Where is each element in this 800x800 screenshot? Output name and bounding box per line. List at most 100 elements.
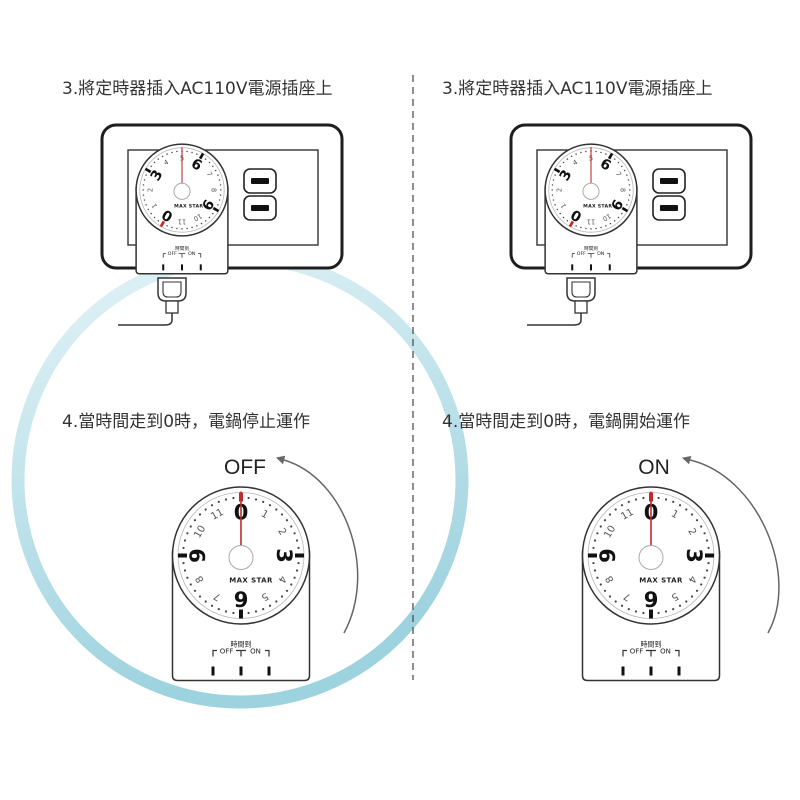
- dial-dot: [695, 589, 699, 592]
- dial-dot: [193, 519, 197, 522]
- switch-pin: [162, 264, 165, 271]
- dial-dot: [566, 158, 569, 160]
- dial-number-2: 2: [685, 526, 698, 537]
- switch-pin: [649, 666, 653, 676]
- dial-dot: [690, 595, 694, 598]
- dial-dot: [200, 222, 203, 225]
- socket-hole-icon: [251, 178, 269, 184]
- dial-dot: [685, 508, 688, 511]
- dial-dot: [672, 500, 675, 504]
- dial-number-7: 7: [614, 170, 623, 178]
- dial-dot: [161, 155, 164, 158]
- dial-dot: [171, 151, 173, 154]
- dial-dot: [218, 199, 221, 201]
- dial-dot: [695, 519, 699, 522]
- power-plug-icon: [118, 277, 187, 326]
- dial-dot: [186, 227, 188, 230]
- dial-number-1: 1: [259, 508, 270, 521]
- dial-dot: [685, 600, 688, 603]
- dial-dot: [214, 169, 217, 172]
- switch-on-label: ON: [660, 648, 671, 656]
- switch-bracket: [622, 649, 680, 657]
- dial-number-8: 8: [604, 573, 617, 584]
- dial-dot: [176, 150, 178, 153]
- dial-dot: [153, 161, 156, 164]
- dial-number-7: 7: [205, 170, 214, 178]
- dial-dot: [280, 513, 284, 516]
- dial-dot: [295, 539, 299, 542]
- dial-dot: [176, 227, 178, 230]
- dial-number-2: 2: [556, 188, 564, 192]
- dial-dot: [143, 179, 146, 181]
- dial-dot: [700, 583, 703, 586]
- dial-number-6: 6: [234, 587, 249, 611]
- dial-dot: [614, 508, 617, 511]
- dial-number-11: 11: [178, 217, 187, 225]
- dial-dot: [593, 569, 597, 572]
- socket-hole-icon: [251, 205, 269, 211]
- dial-dot: [703, 532, 706, 535]
- dial-dot: [620, 604, 624, 607]
- dial-dot: [293, 532, 296, 535]
- dial-number-4: 4: [162, 158, 170, 167]
- dial-dot: [285, 589, 289, 592]
- dial-dot: [617, 161, 620, 164]
- step3-heading-left: 3.將定時器插入AC110V電源插座上: [62, 79, 333, 99]
- dial-dot: [212, 165, 214, 168]
- dial-dot: [566, 220, 569, 222]
- dial-dot: [196, 225, 198, 227]
- dial-dot: [575, 225, 577, 227]
- dial-number-7: 7: [212, 590, 223, 603]
- step4-heading-on: 4.當時間走到0時，電鍋開始運作: [442, 412, 690, 432]
- state-label-off: OFF: [224, 456, 266, 479]
- brand-label: MAX STAR: [639, 577, 683, 585]
- dial-dot: [157, 220, 160, 222]
- dial-dot: [189, 525, 192, 528]
- dial-number-8: 8: [194, 573, 207, 584]
- step4-heading-off: 4.當時間走到0時，電鍋停止運作: [62, 412, 310, 432]
- dial-dot: [552, 179, 555, 181]
- dial-dot: [217, 174, 219, 176]
- switch-pin: [239, 666, 243, 676]
- dial-dot: [595, 227, 597, 230]
- switch-pin: [211, 666, 215, 676]
- brand-label: MAX STAR: [174, 203, 203, 209]
- dial-dot: [562, 216, 565, 219]
- dial-number-1: 1: [669, 508, 680, 521]
- switch-pin: [677, 666, 681, 676]
- dial-number-11: 11: [587, 217, 596, 225]
- dial-dot: [142, 184, 145, 186]
- switch-off-label: OFF: [630, 648, 644, 656]
- dial-dot: [599, 583, 602, 586]
- dial-dot: [551, 184, 554, 186]
- dial-dot: [626, 174, 628, 176]
- dial-number-8: 8: [618, 188, 626, 192]
- dial-knob: [229, 546, 253, 570]
- dial-number-6: 6: [644, 587, 659, 611]
- switch-pin: [199, 264, 202, 271]
- dial-dot: [678, 504, 682, 507]
- dial-dot: [556, 208, 559, 211]
- dial-dot: [575, 153, 577, 155]
- dial-dot: [554, 174, 556, 176]
- dial-dot: [212, 212, 214, 215]
- dial-dot: [628, 184, 631, 186]
- dial-dot: [585, 227, 587, 230]
- dial-dot: [609, 222, 612, 225]
- dial-dot: [603, 519, 607, 522]
- dial-dot: [627, 607, 630, 611]
- dial-dot: [150, 165, 152, 168]
- dial-dot: [672, 607, 675, 611]
- dial-dot: [204, 508, 207, 511]
- dial-dot: [634, 498, 638, 501]
- dial-dot: [198, 595, 202, 598]
- dial-dot: [143, 199, 146, 201]
- dial-dot: [142, 194, 145, 196]
- switch-bracket: [212, 649, 270, 657]
- dial-dot: [613, 158, 616, 160]
- dial-dot: [580, 151, 582, 154]
